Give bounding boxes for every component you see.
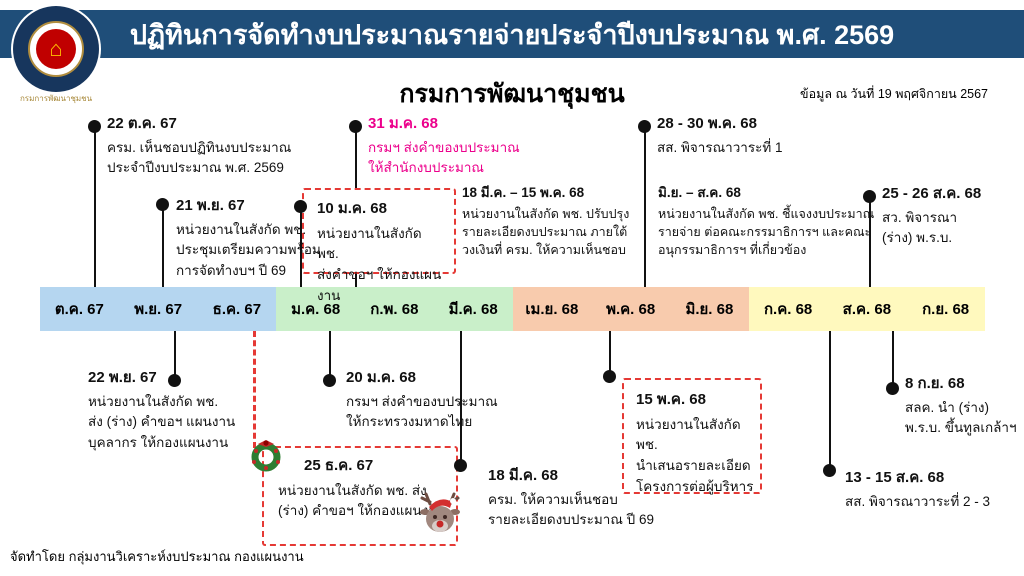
stem-22oct67 (94, 127, 96, 287)
event-text: หน่วยงานในสังกัด พช. ส่งคำขอฯ ให้กองแผนง… (317, 225, 442, 304)
event-box-10jan68: 10 ม.ค. 68 หน่วยงานในสังกัด พช. ส่งคำขอฯ… (302, 188, 456, 303)
dot-18mar68 (454, 459, 467, 472)
event-text: หน่วยงานในสังกัด พช. ปรับปรุง รายละเอียด… (462, 206, 630, 257)
dot-8sep68 (886, 382, 899, 395)
stem-21nov67 (162, 205, 164, 287)
seal-inner-ring: ⌂ (28, 21, 84, 77)
event-date: 22 ต.ค. 67 (107, 115, 177, 132)
event-date: 8 ก.ย. 68 (905, 375, 965, 392)
month-cell-oct67: ต.ค. 67 (40, 287, 119, 331)
stem-10jan68 (300, 207, 302, 287)
seal-glyph: ⌂ (49, 36, 63, 61)
event-text: กรมฯ ส่งคำของบประมาณ ให้กระทรวงมหาดไทย (346, 393, 498, 430)
event-text: สว. พิจารณา (ร่าง) พ.ร.บ. (882, 209, 958, 246)
dot-22oct67 (88, 120, 101, 133)
event-cabinet-approves-details: 18 มี.ค. 68 ครม. ให้ความเห็นชอบ รายละเอี… (488, 466, 698, 531)
event-date: 15 พ.ค. 68 (636, 391, 706, 408)
month-cell-sep68: ก.ย. 68 (906, 287, 985, 331)
event-date: 21 พ.ย. 67 (176, 197, 245, 214)
dot-15may68 (603, 370, 616, 383)
event-personnel-plan-draft: 22 พ.ย. 67 หน่วยงานในสังกัด พช. ส่ง (ร่า… (88, 368, 258, 454)
stem-25dec67-dashed (253, 331, 256, 448)
event-bill-royal-submission: 8 ก.ย. 68 สลค. นำ (ร่าง) พ.ร.บ. ขึ้นทูลเ… (905, 374, 1020, 439)
page-title: ปฏิทินการจัดทำงบประมาณรายจ่ายประจำปีงบปร… (129, 19, 895, 50)
month-cell-aug68: ส.ค. 68 (827, 287, 907, 331)
header-bar: ปฏิทินการจัดทำงบประมาณรายจ่ายประจำปีงบปร… (0, 10, 1024, 58)
event-text: หน่วยงานในสังกัด พช. ชี้แจงงบประมาณ รายจ… (658, 206, 875, 257)
seal-caption: กรมการพัฒนาชุมชน (19, 94, 93, 103)
month-cell-nov67: พ.ย. 67 (118, 287, 198, 331)
dot-10jan68 (294, 200, 307, 213)
event-date: 25 - 26 ส.ค. 68 (882, 185, 982, 202)
event-submit-to-interior-ministry: 20 ม.ค. 68 กรมฯ ส่งคำของบประมาณ ให้กระทร… (346, 368, 536, 433)
timeline-bar: ต.ค. 67 พ.ย. 67 ธ.ค. 67 ม.ค. 68 ก.พ. 68 … (40, 287, 985, 331)
month-cell-apr68: เม.ย. 68 (512, 287, 592, 331)
stem-20jan68 (329, 331, 331, 381)
event-readiness-meeting: 21 พ.ย. 67 หน่วยงานในสังกัด พช. ประชุมเต… (176, 196, 356, 282)
event-submit-to-budget-bureau: 31 ม.ค. 68 กรมฯ ส่งคำของบประมาณ ให้สำนัก… (368, 114, 568, 179)
credit-line: จัดทำโดย กลุ่มงานวิเคราะห์งบประมาณ กองแผ… (10, 549, 304, 564)
event-cabinet-approves-calendar: 22 ต.ค. 67 ครม. เห็นชอบปฏิทินงบประมาณ ปร… (107, 114, 307, 179)
seal-emblem-icon: ⌂ (36, 29, 76, 69)
stem-22nov67 (174, 331, 176, 381)
event-text: สส. พิจารณาวาระที่ 2 - 3 (845, 493, 991, 509)
event-date: 10 ม.ค. 68 (317, 200, 387, 217)
event-clarify-to-committees: มิ.ย. – ส.ค. 68 หน่วยงานในสังกัด พช. ชี้… (658, 184, 888, 259)
event-date: 18 มี.ค. – 15 พ.ค. 68 (462, 185, 585, 200)
event-text: สส. พิจารณาวาระที่ 1 (657, 139, 783, 155)
dot-25-26aug68 (863, 190, 876, 203)
department-name: กรมการพัฒนาชุมชน (399, 80, 625, 108)
event-date: 18 มี.ค. 68 (488, 467, 558, 484)
christmas-wreath-icon (246, 434, 286, 479)
month-cell-may68: พ.ค. 68 (591, 287, 670, 331)
dot-22nov67 (168, 374, 181, 387)
reindeer-icon (412, 488, 468, 549)
stem-15may68 (609, 331, 611, 375)
event-house-first-reading: 28 - 30 พ.ค. 68 สส. พิจารณาวาระที่ 1 (657, 114, 877, 158)
event-text: หน่วยงานในสังกัด พช. ส่ง (ร่าง) คำขอฯ แผ… (88, 393, 236, 451)
event-date: 31 ม.ค. 68 (368, 115, 438, 132)
event-date: มิ.ย. – ส.ค. 68 (658, 185, 741, 200)
month-cell-jul68: ก.ค. 68 (748, 287, 828, 331)
dot-20jan68 (323, 374, 336, 387)
event-house-second-third-reading: 13 - 15 ส.ค. 68 สส. พิจารณาวาระที่ 2 - 3 (845, 468, 1020, 512)
event-text: กรมฯ ส่งคำของบประมาณ ให้สำนักงบประมาณ (368, 139, 520, 176)
event-date: 25 ธ.ค. 67 (304, 457, 374, 474)
event-date: 28 - 30 พ.ค. 68 (657, 115, 757, 132)
month-cell-dec67: ธ.ค. 67 (197, 287, 277, 331)
event-date: 20 ม.ค. 68 (346, 369, 416, 386)
stem-18mar68 (460, 331, 462, 465)
event-box-25dec67: 25 ธ.ค. 67 หน่วยงานในสังกัด พช. ส่ง (ร่า… (262, 446, 458, 546)
event-text: หน่วยงานในสังกัด พช. นำเสนอรายละเอียด โค… (636, 416, 754, 495)
event-box-15may68: 15 พ.ค. 68 หน่วยงานในสังกัด พช. นำเสนอรา… (622, 378, 762, 494)
department-seal-icon: ⌂ (13, 6, 99, 92)
dot-31jan68 (349, 120, 362, 133)
month-cell-jan68: ม.ค. 68 (276, 287, 355, 331)
stem-28-30may68 (644, 127, 646, 287)
event-senate-considers-bill: 25 - 26 ส.ค. 68 สว. พิจารณา (ร่าง) พ.ร.บ… (882, 184, 1012, 249)
month-cell-jun68: มิ.ย. 68 (670, 287, 749, 331)
stem-25-26aug68 (869, 197, 871, 287)
event-date: 13 - 15 ส.ค. 68 (845, 469, 945, 486)
stem-13-15aug68 (829, 331, 831, 470)
month-cell-feb68: ก.พ. 68 (355, 287, 434, 331)
event-text: สลค. นำ (ร่าง) พ.ร.บ. ขึ้นทูลเกล้าฯ (905, 399, 1017, 436)
event-text: ครม. ให้ความเห็นชอบ รายละเอียดงบประมาณ ป… (488, 491, 654, 528)
dot-28-30may68 (638, 120, 651, 133)
dot-13-15aug68 (823, 464, 836, 477)
event-text: หน่วยงานในสังกัด พช. ส่ง (ร่าง) คำขอฯ ให… (278, 482, 446, 519)
event-text: ครม. เห็นชอบปฏิทินงบประมาณ ประจำปีงบประม… (107, 139, 292, 176)
data-as-of-date: ข้อมูล ณ วันที่ 19 พฤศจิกายน 2567 (800, 87, 988, 101)
dot-21nov67 (156, 198, 169, 211)
event-date: 22 พ.ย. 67 (88, 369, 157, 386)
event-text: หน่วยงานในสังกัด พช. ประชุมเตรียมความพร้… (176, 221, 321, 279)
stem-8sep68 (892, 331, 894, 388)
month-cell-mar68: มี.ค. 68 (433, 287, 513, 331)
event-revise-budget-details: 18 มี.ค. – 15 พ.ค. 68 หน่วยงานในสังกัด พ… (462, 184, 662, 259)
